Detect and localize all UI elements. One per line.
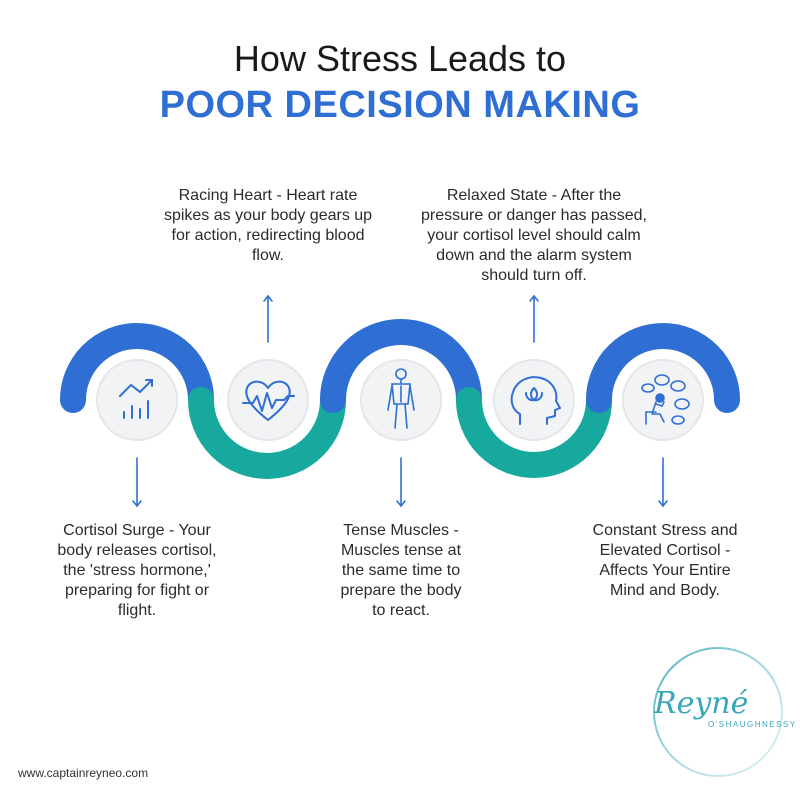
step-2-line: for action, redirecting blood	[171, 227, 365, 244]
step-5-line: Affects Your Entire	[599, 562, 731, 579]
connector-arrows	[132, 294, 668, 508]
human-body-icon	[387, 368, 415, 429]
title-line-2: POOR DECISION MAKING	[159, 84, 641, 126]
step-1-line: the 'stress hormone,'	[63, 562, 211, 579]
step-1-line: Cortisol Surge - Your	[63, 522, 211, 539]
step-1-circle	[96, 359, 178, 441]
logo-ring-icon	[653, 647, 783, 777]
step-2-line: spikes as your body gears up	[163, 207, 373, 224]
wave-segments	[60, 319, 740, 479]
stressed-person-thoughts-icon	[641, 374, 690, 425]
step-4-line: your cortisol level should calm	[427, 227, 641, 244]
title-line-1: How Stress Leads to	[233, 38, 567, 79]
step-2-line: flow.	[251, 247, 284, 264]
step-4-line: down and the alarm system	[436, 247, 632, 264]
wave-segment-2-teal	[188, 387, 346, 479]
step-3-line: Muscles tense at	[340, 542, 462, 559]
arrow-step-2-up	[263, 294, 273, 343]
wave-segment-1-blue	[60, 323, 214, 413]
rising-chart-icon	[119, 379, 153, 419]
arrow-step-4-up	[529, 294, 539, 343]
mind-lotus-icon	[510, 376, 561, 425]
step-3-line: prepare the body	[340, 582, 462, 599]
website-link[interactable]: www.captainreyneo.com	[18, 766, 149, 780]
heart-pulse-icon	[242, 380, 295, 421]
step-3-caption: Tense Muscles - Muscles tense at the sam…	[315, 521, 487, 621]
arrow-step-3-down	[396, 457, 406, 508]
step-3-line: the same time to	[341, 562, 461, 579]
step-5-caption: Constant Stress and Elevated Cortisol - …	[576, 521, 754, 601]
step-1-line: flight.	[117, 602, 157, 619]
step-2-line: Racing Heart - Heart rate	[178, 187, 358, 204]
brand-logo: Reyné O'SHAUGHNESSY	[640, 642, 795, 782]
step-2-caption: Racing Heart - Heart rate spikes as your…	[148, 186, 388, 266]
step-5-line: Mind and Body.	[610, 582, 720, 599]
logo-name: Reyné	[654, 686, 749, 721]
wave-segment-4-teal	[456, 387, 612, 478]
step-4-line: should turn off.	[481, 267, 587, 284]
arrow-step-1-down	[132, 457, 142, 508]
step-1-line: body releases cortisol,	[57, 542, 217, 559]
step-2-circle	[227, 359, 309, 441]
wave-segment-3-blue	[320, 319, 482, 413]
logo-subtitle: O'SHAUGHNESSY	[708, 720, 797, 729]
step-5-line: Elevated Cortisol -	[599, 542, 731, 559]
step-4-caption: Relaxed State - After the pressure or da…	[402, 186, 666, 286]
step-1-caption: Cortisol Surge - Your body releases cort…	[40, 521, 234, 621]
step-5-line: Constant Stress and	[592, 522, 738, 539]
step-3-line: Tense Muscles -	[343, 522, 459, 539]
wave-segment-5-blue	[586, 323, 740, 413]
arrow-step-5-down	[658, 457, 668, 508]
step-1-line: preparing for fight or	[64, 582, 210, 599]
step-4-line: Relaxed State - After the	[446, 187, 622, 204]
step-4-line: pressure or danger has passed,	[421, 207, 647, 224]
step-3-line: to react.	[372, 602, 430, 619]
